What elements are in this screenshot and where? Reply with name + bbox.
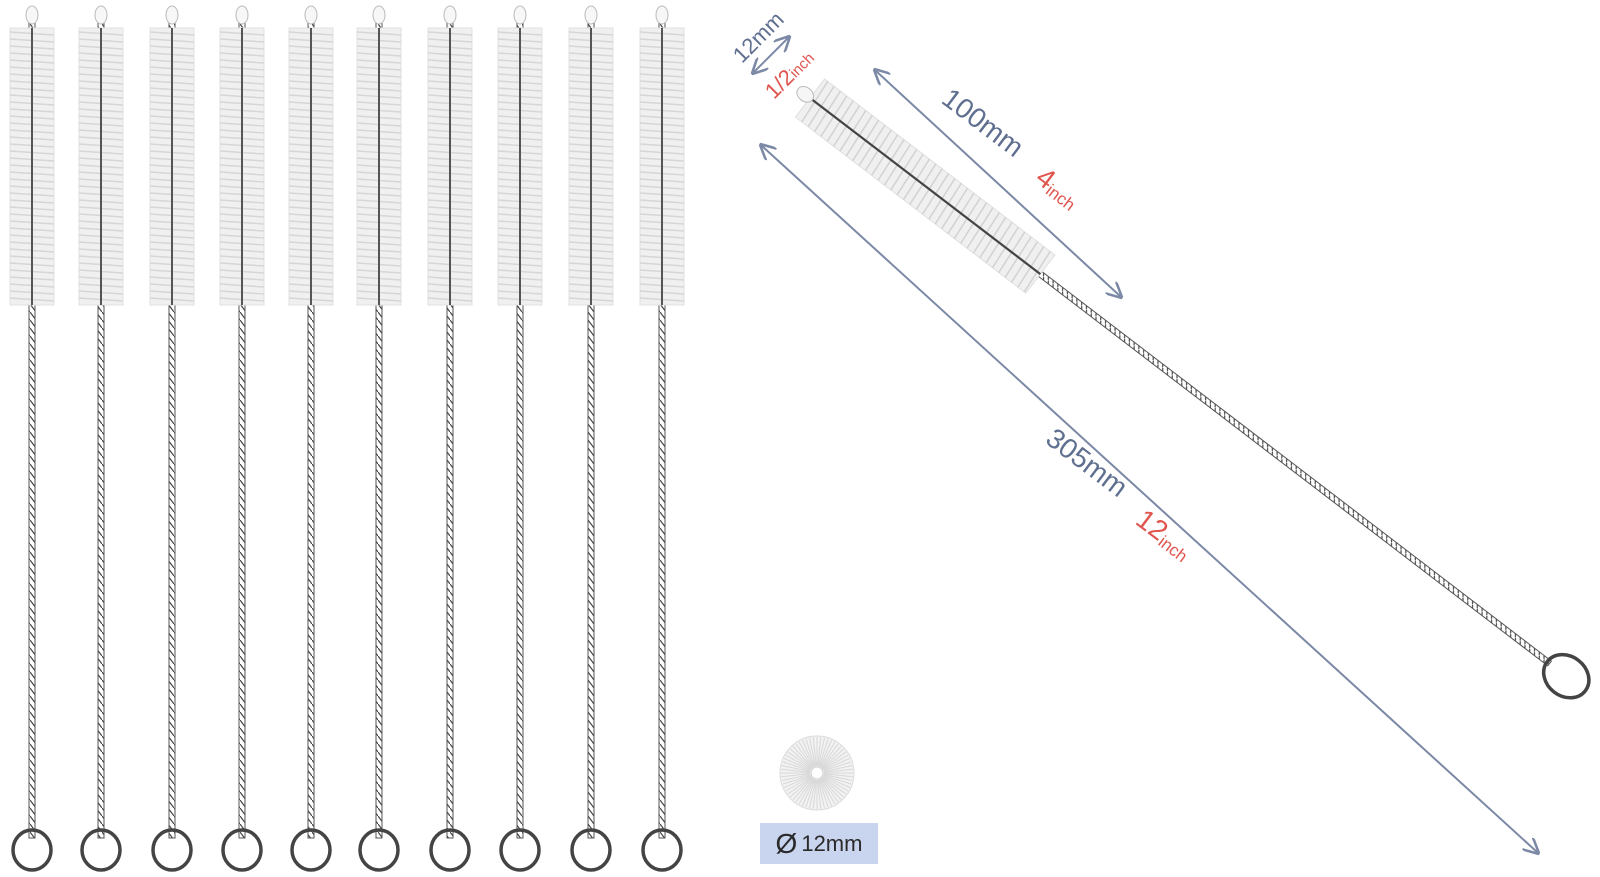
brush-tip <box>513 5 527 25</box>
diameter-badge: Ø 12mm <box>760 823 878 864</box>
total-length-arrow <box>762 146 1537 852</box>
brush-4 <box>219 5 265 872</box>
hanging-loop <box>1541 652 1591 700</box>
bristle-head <box>9 27 55 306</box>
bristle-head <box>149 27 195 306</box>
featured-brush <box>794 78 1591 700</box>
brush-tip <box>655 5 669 25</box>
cross-section-view <box>779 735 855 811</box>
bristle-head <box>78 27 124 306</box>
brush-5 <box>288 5 334 872</box>
diameter-badge-value: 12mm <box>801 830 863 856</box>
brush-7 <box>427 5 473 872</box>
bristle-head <box>288 27 334 306</box>
hanging-loop <box>221 828 263 872</box>
brush-tip <box>235 5 249 25</box>
wire-center <box>810 766 824 780</box>
hanging-loop <box>570 828 612 872</box>
bristle-head <box>427 27 473 306</box>
hanging-loop <box>80 828 122 872</box>
hanging-loop <box>290 828 332 872</box>
diameter-mm-label: 12mm <box>728 7 789 68</box>
hanging-loop <box>358 828 400 872</box>
brush-tip <box>25 5 39 25</box>
hanging-loop <box>641 828 683 872</box>
bristle-head <box>639 27 685 306</box>
hanging-loop <box>429 828 471 872</box>
hanging-loop <box>499 828 541 872</box>
brush-length-mm-label: 100mm <box>936 82 1029 163</box>
brush-length-inch-label: 4inch <box>1030 161 1087 215</box>
diameter-arrow <box>754 38 788 72</box>
bristle-head <box>568 27 614 306</box>
brush-2 <box>78 5 124 872</box>
brush-tip <box>165 5 179 25</box>
brush-10 <box>639 5 685 872</box>
brush-tip <box>372 5 386 25</box>
hanging-loop <box>11 828 53 872</box>
bristle-head <box>356 27 402 306</box>
bristle-head <box>219 27 265 306</box>
brush-tip <box>443 5 457 25</box>
brush-3 <box>149 5 195 872</box>
diameter-symbol-icon: Ø <box>775 827 798 859</box>
brush-tip <box>796 86 815 103</box>
brush-1 <box>9 5 55 872</box>
brush-tip <box>94 5 108 25</box>
brush-tip <box>304 5 318 25</box>
total-length-mm-label: 305mm <box>1040 422 1133 503</box>
bristle-head <box>794 78 1056 294</box>
brush-9 <box>568 5 614 872</box>
brush-6 <box>356 5 402 872</box>
brush-set-row <box>9 5 685 872</box>
brush-8 <box>497 5 543 872</box>
radial-bristles <box>781 737 853 809</box>
bristle-head <box>497 27 543 306</box>
brush-tip <box>584 5 598 25</box>
hanging-loop <box>151 828 193 872</box>
